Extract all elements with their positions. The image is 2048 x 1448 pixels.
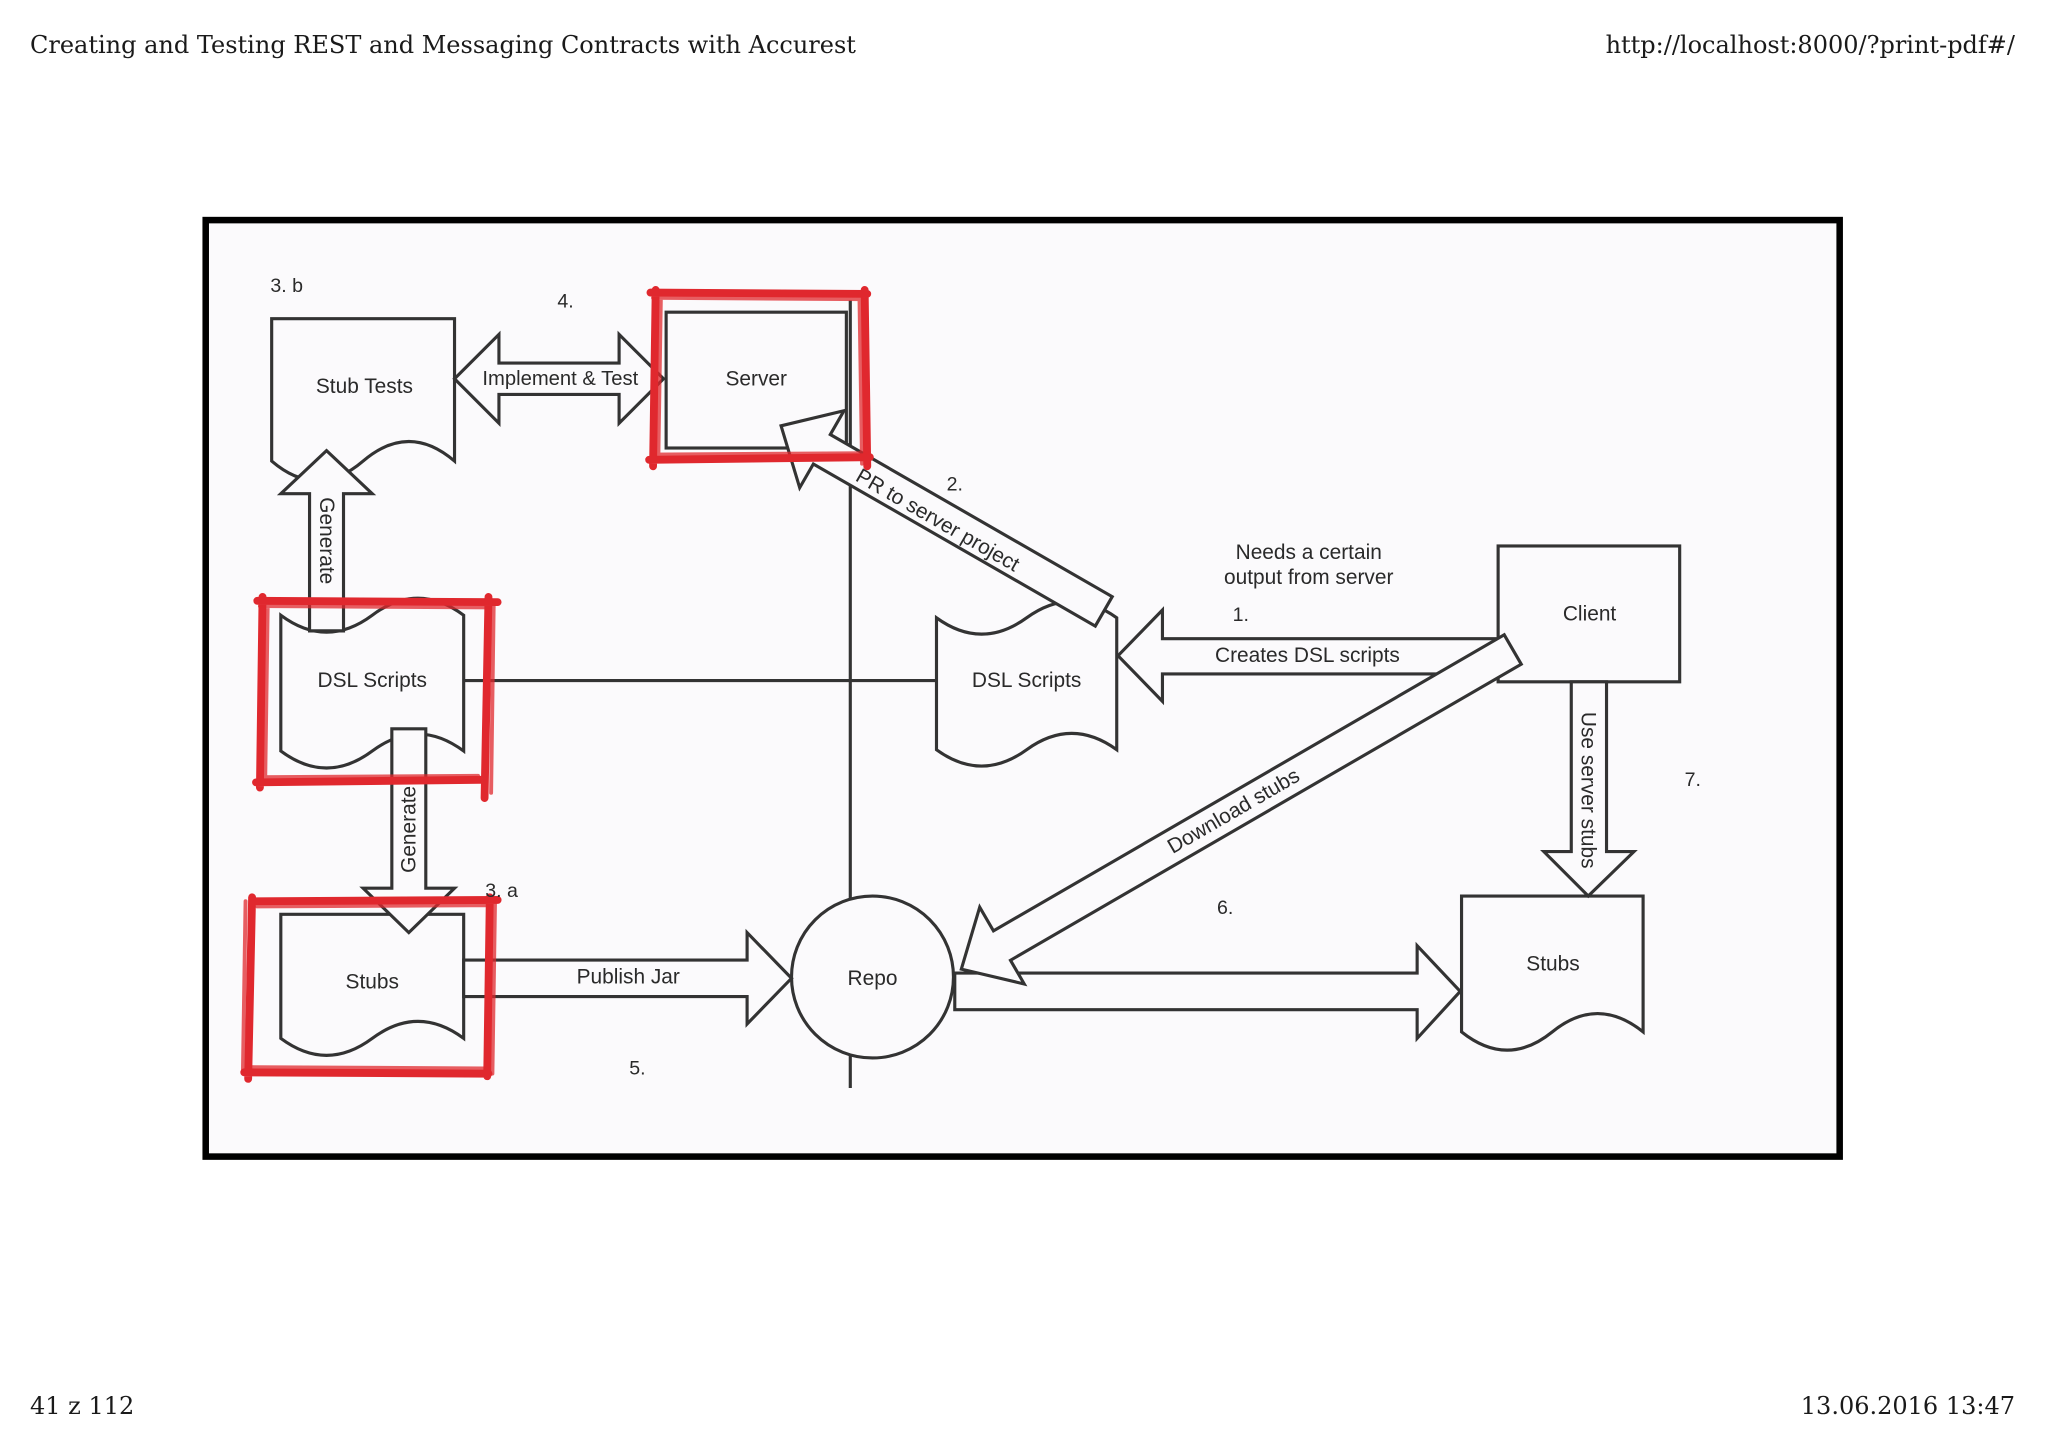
step-1-label: 1. xyxy=(1233,604,1249,626)
generate-tests-arrow xyxy=(276,448,377,633)
use-server-stubs-label: Use server stubs xyxy=(1577,712,1600,869)
stubs-highlight xyxy=(240,893,502,1083)
dsl-scripts-client-document xyxy=(934,600,1119,768)
client-label: Client xyxy=(1563,602,1617,625)
note-line-2: output from server xyxy=(1224,566,1393,589)
step-7-label: 7. xyxy=(1685,769,1701,791)
repo-to-stubs-arrow xyxy=(953,941,1463,1043)
implement-test-label: Implement & Test xyxy=(482,368,638,390)
note-line-1: Needs a certain xyxy=(1236,541,1382,564)
implement-test-arrow xyxy=(452,330,666,427)
repo-label: Repo xyxy=(848,967,898,990)
dsl-scripts-client-label: DSL Scripts xyxy=(972,669,1081,692)
document-title: Creating and Testing REST and Messaging … xyxy=(30,31,856,59)
step-3a-label: 3. a xyxy=(485,880,518,902)
step-6-label: 6. xyxy=(1217,897,1233,919)
dsl-scripts-highlight xyxy=(252,592,502,802)
creates-dsl-scripts-label: Creates DSL scripts xyxy=(1215,644,1400,667)
stub-tests-label: Stub Tests xyxy=(316,375,413,398)
step-2-label: 2. xyxy=(947,474,963,496)
print-timestamp: 13.06.2016 13:47 xyxy=(1800,1392,2015,1420)
page-counter: 41 z 112 xyxy=(30,1392,135,1420)
server-highlight xyxy=(645,286,874,471)
page-url: http://localhost:8000/?print-pdf#/ xyxy=(1605,31,2015,59)
stubs-server-document xyxy=(279,912,466,1057)
stubs-client-label: Stubs xyxy=(1526,952,1579,975)
dsl-scripts-server-document xyxy=(279,596,466,770)
generate-stubs-arrow xyxy=(359,727,459,935)
dsl-scripts-server-label: DSL Scripts xyxy=(318,669,427,692)
step-3b-label: 3. b xyxy=(270,275,303,297)
server-label: Server xyxy=(726,367,788,390)
use-server-stubs-arrow xyxy=(1540,680,1638,899)
stub-tests-document xyxy=(270,317,457,483)
step-4-label: 4. xyxy=(557,291,573,313)
download-stubs-arrow xyxy=(959,632,1524,987)
stubs-client-document xyxy=(1459,894,1645,1052)
generate-tests-label: Generate xyxy=(315,497,338,584)
stubs-server-label: Stubs xyxy=(346,971,399,994)
step-5-label: 5. xyxy=(629,1057,645,1079)
publish-jar-label: Publish Jar xyxy=(577,965,680,988)
publish-jar-arrow xyxy=(462,928,794,1028)
generate-stubs-label: Generate xyxy=(397,786,420,873)
